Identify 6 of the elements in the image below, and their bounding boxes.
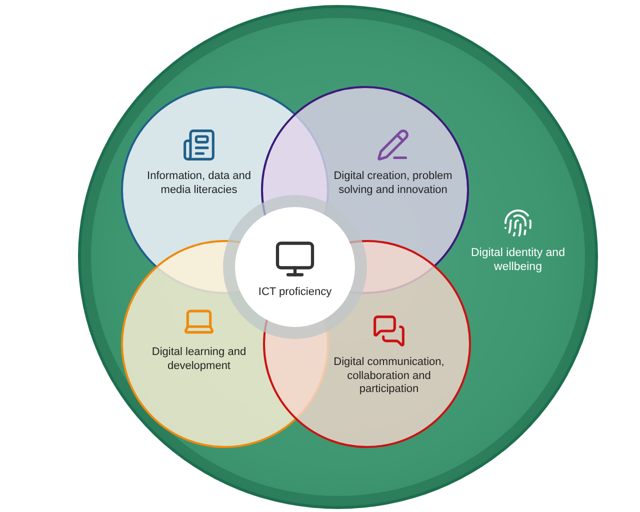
outer-label: Digital identity and wellbeing: [470, 246, 566, 274]
circle-label: Digital learning and development: [150, 346, 248, 373]
circle-label: Digital communication, collaboration and participation: [332, 356, 446, 396]
circle-label: Information, data and media literacies: [146, 170, 252, 197]
center-label: ICT proficiency: [258, 286, 332, 300]
circle-label: Digital creation, problem solving and innovation: [332, 170, 454, 197]
